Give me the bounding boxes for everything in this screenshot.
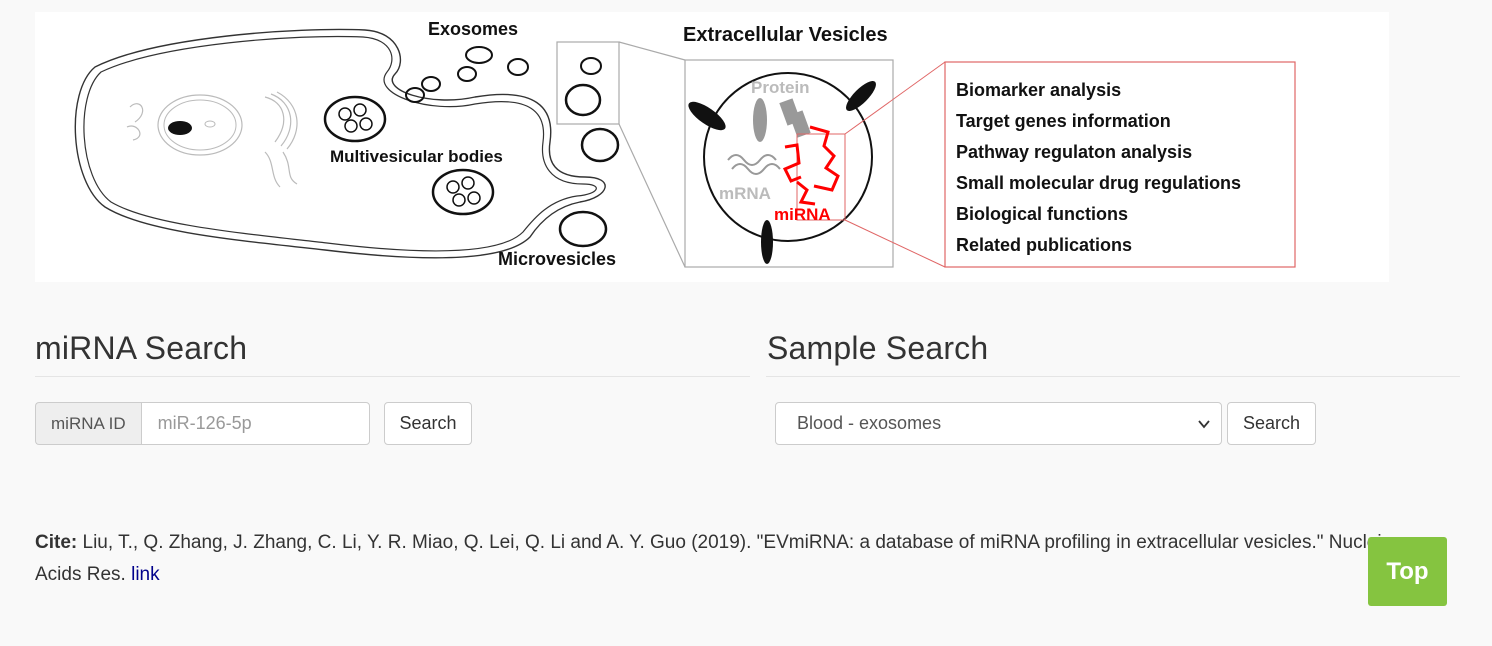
sample-search-title: Sample Search	[767, 330, 989, 366]
label-microvesicles: Microvesicles	[498, 249, 616, 269]
nucleolus	[168, 121, 192, 135]
zoom-box	[556, 41, 620, 125]
mirna-icon	[782, 125, 840, 206]
sample-search-divider	[766, 376, 1460, 377]
microvesicle	[558, 210, 608, 248]
ev-zoom-box	[684, 59, 894, 268]
multivesicular-body-2	[431, 168, 495, 216]
cite-text: Liu, T., Q. Zhang, J. Zhang, C. Li, Y. R…	[35, 532, 1392, 585]
label-exosomes: Exosomes	[428, 19, 518, 39]
cite-link[interactable]: link	[131, 564, 160, 585]
feature-item: Related publications	[956, 235, 1132, 255]
label-protein: Protein	[751, 78, 810, 97]
feature-item: Biomarker analysis	[956, 80, 1121, 100]
feature-item: Target genes information	[956, 111, 1171, 131]
chevron-down-icon	[1198, 420, 1210, 429]
extracellular-vesicles-diagram: Exosomes Multivesicular bodies Microvesi…	[74, 19, 1296, 269]
cell-membrane-outer	[74, 28, 606, 259]
mirna-id-input-group: miRNA ID	[35, 402, 370, 445]
ev-membrane	[703, 72, 873, 242]
feature-item: Biological functions	[956, 204, 1128, 224]
label-multivesicular-bodies: Multivesicular bodies	[330, 147, 503, 166]
er-icon	[126, 103, 144, 141]
cell-membrane-inner	[83, 35, 597, 252]
exosome-cluster	[405, 46, 529, 103]
mirna-search-title: miRNA Search	[35, 330, 248, 366]
back-to-top-button[interactable]: Top	[1368, 537, 1447, 606]
mirna-id-input[interactable]	[140, 402, 370, 445]
citation: Cite: Liu, T., Q. Zhang, J. Zhang, C. Li…	[35, 527, 1435, 591]
label-mirna: miRNA	[774, 205, 831, 224]
protein-icon	[753, 98, 767, 142]
label-mrna: mRNA	[719, 184, 771, 203]
mirna-id-addon: miRNA ID	[35, 402, 141, 445]
feature-item: Small molecular drug regulations	[956, 173, 1241, 193]
sample-select-value: Blood - exosomes	[797, 413, 942, 433]
nucleus-outline	[157, 94, 243, 156]
feature-box	[944, 61, 1296, 268]
feature-item: Pathway regulaton analysis	[956, 142, 1192, 162]
multivesicular-body-1	[323, 95, 387, 143]
mirna-search-button[interactable]: Search	[384, 402, 472, 445]
sample-select[interactable]: Blood - exosomes	[775, 402, 1222, 445]
label-ev-title: Extracellular Vesicles	[683, 24, 888, 46]
banner-illustration: Exosomes Multivesicular bodies Microvesi…	[35, 12, 1389, 282]
cite-label: Cite:	[35, 532, 78, 553]
mrna-icon	[727, 154, 777, 166]
sample-search-button[interactable]: Search	[1227, 402, 1316, 445]
golgi-icon	[264, 91, 298, 150]
mirna-search-divider	[35, 376, 750, 377]
